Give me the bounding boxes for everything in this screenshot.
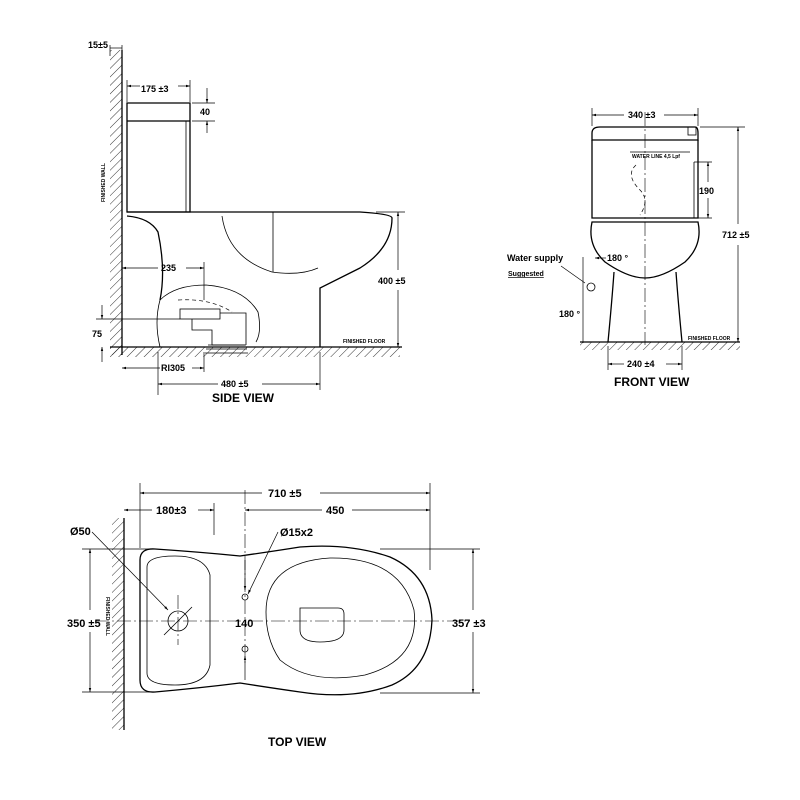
side-bowl	[126, 211, 393, 348]
dim-total-height: 712 ±5	[722, 230, 749, 240]
angle-supply: 180 °	[559, 309, 581, 319]
dim-hole-dia: Ø50	[70, 526, 91, 538]
dim-lid: 40	[200, 107, 210, 117]
side-tank	[126, 102, 191, 213]
dim-tank-depth: 175 ±3	[141, 84, 168, 94]
dim-bolt-dia: Ø15x2	[280, 527, 313, 539]
top-wall-hatch	[112, 518, 124, 730]
top-view: FINISHED WALL 710 ±5 180±3	[67, 483, 486, 749]
wall-hatch	[110, 50, 122, 355]
dim-bolt-spacing: 140	[235, 618, 253, 630]
wall-label: FINISHED WALL	[101, 163, 107, 202]
water-supply: Water supply Suggested 180 °	[507, 253, 596, 343]
water-line-label: WATER LINE 4,5 Lpf	[632, 154, 680, 160]
front-dimensions: 340 ±3 190 712 ±5 180 ° 240 ±4	[591, 108, 749, 370]
dim-base-width: 240 ±4	[627, 359, 654, 369]
dim-water-line: 190	[699, 186, 714, 196]
front-bowl	[590, 221, 700, 343]
dim-outlet: 235	[161, 263, 176, 273]
top-outline	[95, 490, 470, 696]
suggested-label: Suggested	[508, 271, 544, 278]
side-view-title: SIDE VIEW	[212, 391, 275, 405]
dim-height: 400 ±5	[378, 276, 405, 286]
top-dimensions: 710 ±5 180±3 450 Ø50 Ø15x2 350 ±5 140	[67, 483, 486, 694]
side-outlet	[177, 299, 248, 354]
dim-total-length: 710 ±5	[268, 488, 302, 500]
dim-tank-center: 180±3	[156, 505, 187, 517]
dim-floor: 75	[92, 329, 102, 339]
top-wall-label: FINISHED WALL	[104, 597, 110, 636]
dim-width: 340 ±3	[628, 110, 655, 120]
floor-label: FINISHED FLOOR	[343, 339, 386, 345]
side-dimensions: 15±5 175 ±3 40 235 400 ±5 75	[88, 40, 405, 395]
dim-wall-gap: 15±5	[88, 40, 108, 50]
dim-tank-width: 350 ±5	[67, 618, 101, 630]
dim-bowl-length: 450	[326, 505, 344, 517]
dim-length: 480 ±5	[221, 379, 248, 389]
top-view-title: TOP VIEW	[268, 735, 327, 749]
front-view-title: FRONT VIEW	[614, 375, 690, 389]
water-supply-label: Water supply	[507, 253, 563, 263]
dim-rough-in: RI305	[161, 363, 185, 373]
floor-hatch	[110, 347, 400, 357]
side-view: FINISHED WALL FINISHED FLOOR	[88, 40, 405, 405]
front-floor-label: FINISHED FLOOR	[688, 336, 731, 342]
front-tank: WATER LINE 4,5 Lpf	[591, 112, 699, 345]
dim-bowl-width: 357 ±3	[452, 618, 486, 630]
front-floor-hatch	[580, 342, 740, 350]
front-view: FINISHED FLOOR WATER LINE 4,5 Lpf Water …	[507, 108, 749, 389]
angle-top: 180 °	[607, 253, 629, 263]
